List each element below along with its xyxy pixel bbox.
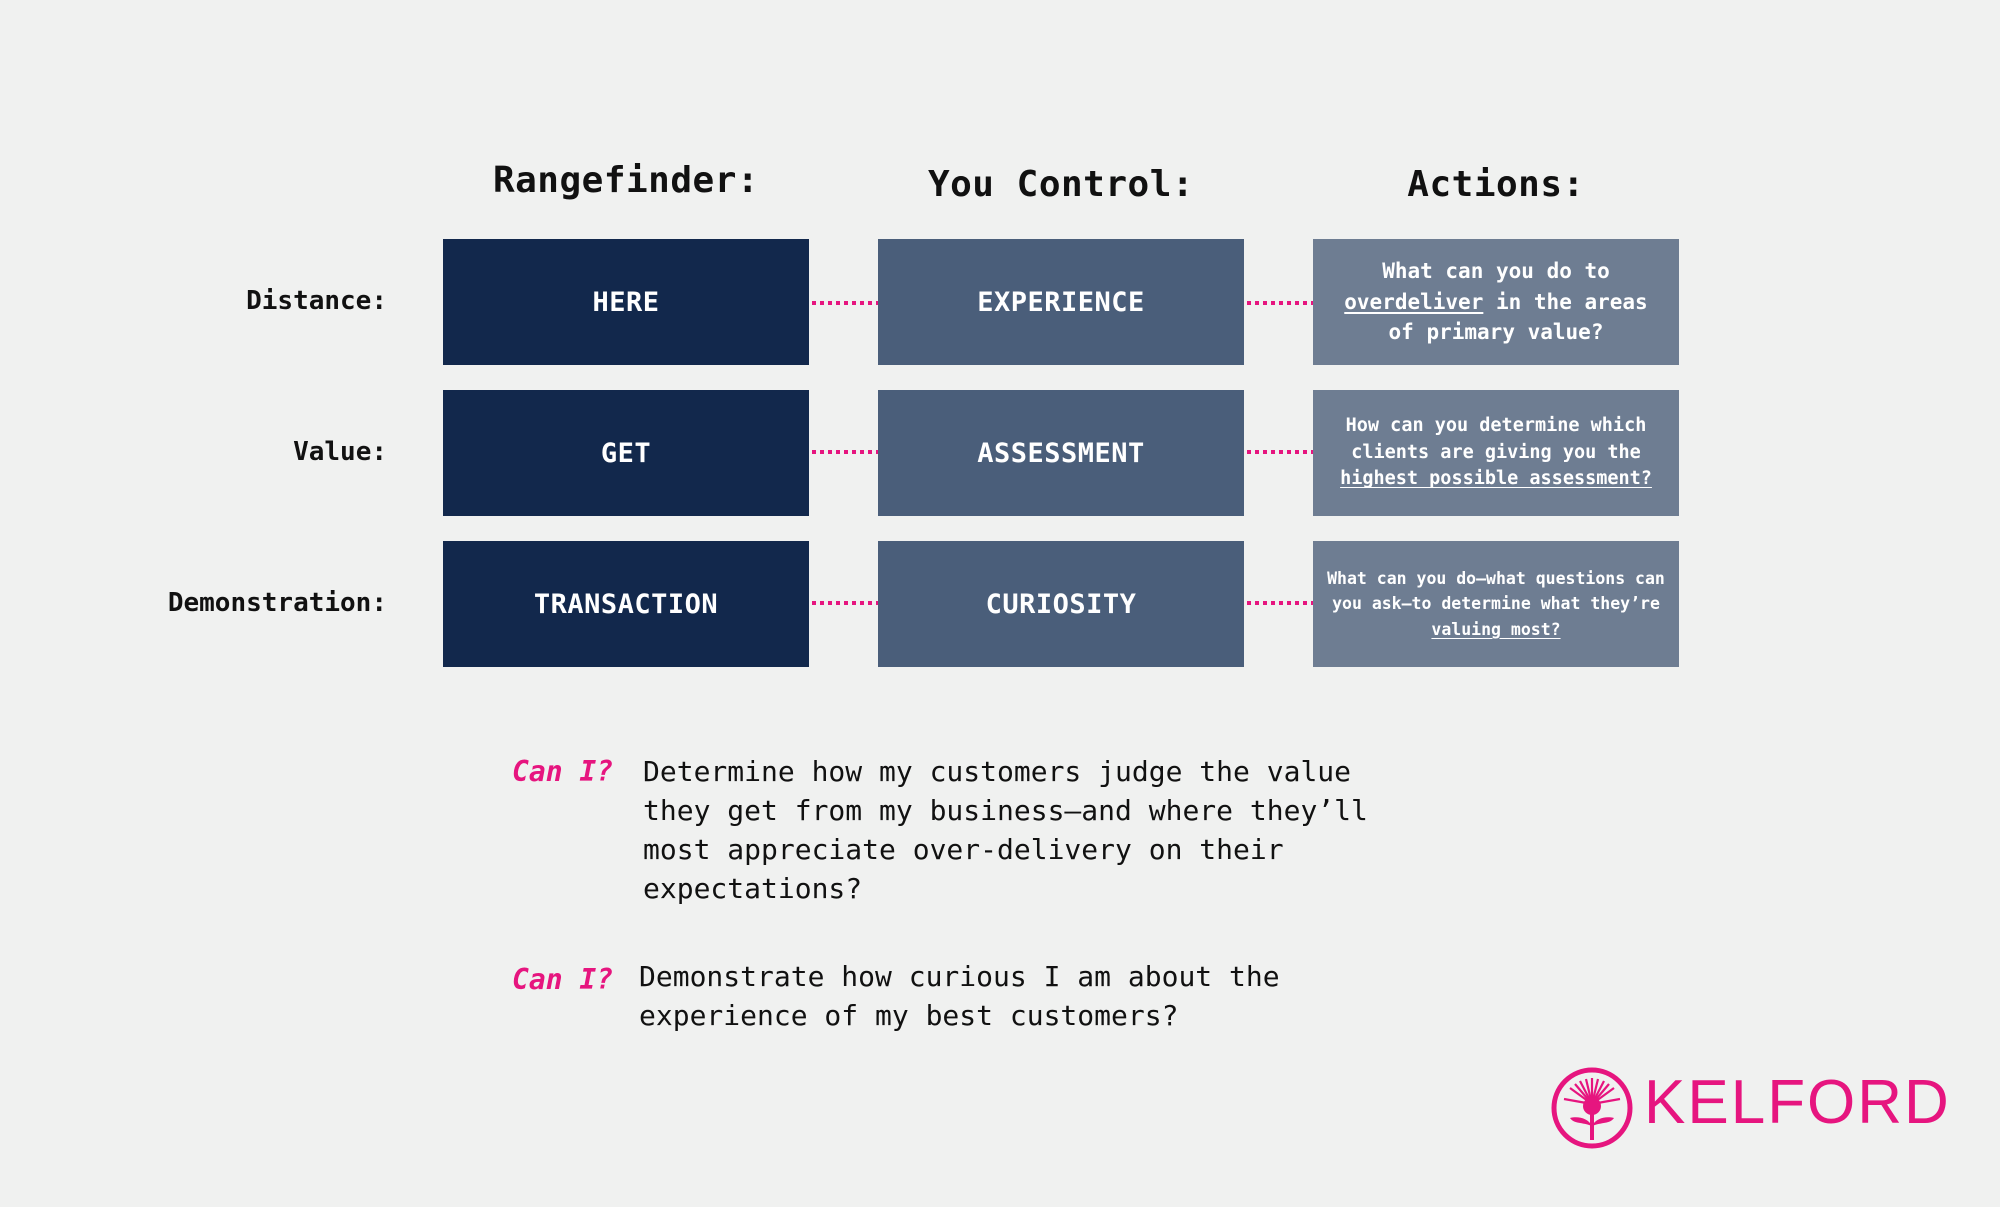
action-text-emphasis: highest possible assessment? xyxy=(1340,468,1652,490)
rangefinder-box-here: HERE xyxy=(443,239,809,365)
can-i-label: Can I? xyxy=(512,963,614,996)
sunburst-flower-icon xyxy=(1551,1067,1633,1149)
rangefinder-box-label: GET xyxy=(600,437,652,469)
row-label-demonstration: Demonstration: xyxy=(167,588,387,618)
action-text-segment: What can you do to xyxy=(1382,259,1610,284)
action-text-segment: in the areas of primary value? xyxy=(1388,289,1648,345)
action-text-emphasis: overdeliver xyxy=(1344,289,1484,314)
action-box-value: How can you determine which clients are … xyxy=(1313,390,1679,516)
header-you-control: You Control: xyxy=(927,164,1195,205)
control-box-experience: EXPERIENCE xyxy=(878,239,1244,365)
row-label-value: Value: xyxy=(293,437,387,467)
header-actions: Actions: xyxy=(1407,164,1585,205)
control-box-curiosity: CURIOSITY xyxy=(878,541,1244,667)
control-box-label: EXPERIENCE xyxy=(977,286,1145,318)
can-i-label: Can I? xyxy=(512,755,614,788)
action-text: What can you do—what questions can you a… xyxy=(1325,566,1667,643)
can-i-question-text: Demonstrate how curious I am about the e… xyxy=(639,960,1280,1032)
kelford-logo: KELFORD xyxy=(1550,1063,1949,1153)
kelford-wordmark: KELFORD xyxy=(1644,1068,1951,1137)
action-text: What can you do to overdeliver in the ar… xyxy=(1341,256,1651,347)
rangefinder-box-label: TRANSACTION xyxy=(533,588,719,620)
rangefinder-box-get: GET xyxy=(443,390,809,516)
control-box-label: ASSESSMENT xyxy=(977,437,1145,469)
rangefinder-box-transaction: TRANSACTION xyxy=(443,541,809,667)
action-text-emphasis: valuing most? xyxy=(1431,619,1561,639)
rangefinder-box-label: HERE xyxy=(592,286,660,318)
can-i-question-text: Determine how my customers judge the val… xyxy=(643,755,1368,905)
action-text-segment: How can you determine which clients are … xyxy=(1345,414,1647,463)
action-text: How can you determine which clients are … xyxy=(1326,413,1666,493)
control-box-assessment: ASSESSMENT xyxy=(878,390,1244,516)
control-box-label: CURIOSITY xyxy=(985,588,1137,620)
action-box-demonstration: What can you do—what questions can you a… xyxy=(1313,541,1679,667)
action-text-segment: What can you do—what questions can you a… xyxy=(1327,568,1665,614)
header-rangefinder: Rangefinder: xyxy=(492,160,760,201)
row-label-distance: Distance: xyxy=(246,286,387,316)
action-box-distance: What can you do to overdeliver in the ar… xyxy=(1313,239,1679,365)
